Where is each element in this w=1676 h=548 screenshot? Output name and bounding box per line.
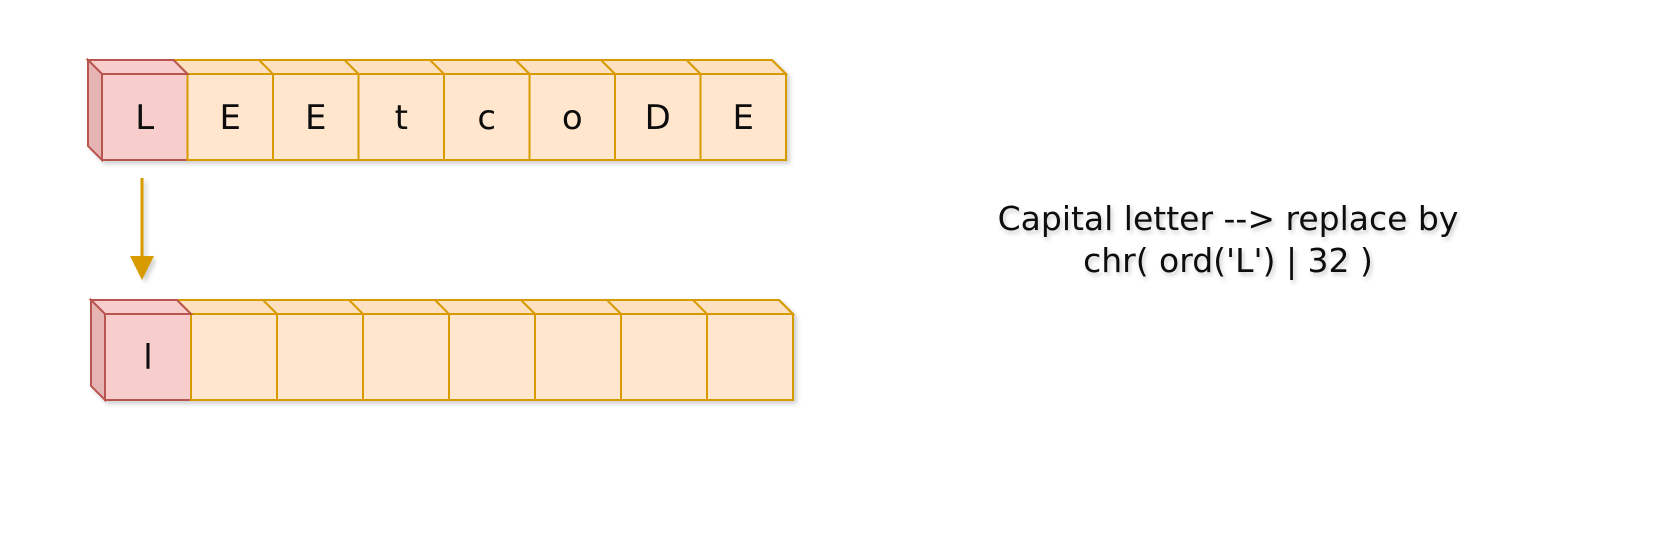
array-cell xyxy=(528,73,616,161)
array-cell xyxy=(190,313,278,401)
cell-top-divider xyxy=(262,299,278,315)
array-cell xyxy=(357,73,445,161)
array-cell xyxy=(534,313,622,401)
cell-top-divider xyxy=(429,59,445,75)
caption-line-1: Capital letter --> replace by xyxy=(998,199,1459,238)
down-arrow-head xyxy=(130,256,154,280)
cell-letter: E xyxy=(733,98,754,138)
array-cell xyxy=(620,313,708,401)
cell-top-divider xyxy=(514,59,531,75)
array-cell xyxy=(699,73,787,161)
cell-top-divider xyxy=(434,299,450,315)
cell-letter: t xyxy=(395,98,408,138)
array-cell xyxy=(276,313,364,401)
cell-letter: l xyxy=(143,338,152,378)
bottom-array: l xyxy=(88,297,796,403)
array-cell xyxy=(448,313,536,401)
highlight-top-face xyxy=(88,299,194,315)
array-cell xyxy=(443,73,531,161)
array-cell xyxy=(272,73,360,161)
cell-letter: D xyxy=(645,98,671,138)
down-arrow xyxy=(130,178,154,280)
cell-top-divider xyxy=(520,299,536,315)
cell-letter: E xyxy=(220,98,241,138)
array-cell xyxy=(362,313,450,401)
cell-top-divider xyxy=(258,59,274,75)
cell-letter: c xyxy=(477,98,496,138)
array-cell xyxy=(186,73,274,161)
cell-letter: o xyxy=(562,98,583,138)
caption: Capital letter --> replace by chr( ord('… xyxy=(998,199,1459,280)
caption-line-2: chr( ord('L') | 32 ) xyxy=(1083,241,1373,280)
cell-top-divider xyxy=(685,59,702,75)
highlight-side-face xyxy=(87,57,103,163)
cell-letter: L xyxy=(135,98,154,138)
cell-top-divider xyxy=(343,59,360,75)
cell-top-divider xyxy=(606,299,622,315)
array-cell xyxy=(614,73,702,161)
array-cell xyxy=(706,313,794,401)
highlight-top-face xyxy=(85,59,190,75)
array-right-edge xyxy=(778,299,794,315)
cell-top-divider xyxy=(348,299,364,315)
highlight-side-face xyxy=(90,297,106,403)
cell-top-divider xyxy=(600,59,616,75)
cell-top-divider xyxy=(692,299,708,315)
cell-letter: E xyxy=(305,98,326,138)
array-right-edge xyxy=(771,59,787,75)
